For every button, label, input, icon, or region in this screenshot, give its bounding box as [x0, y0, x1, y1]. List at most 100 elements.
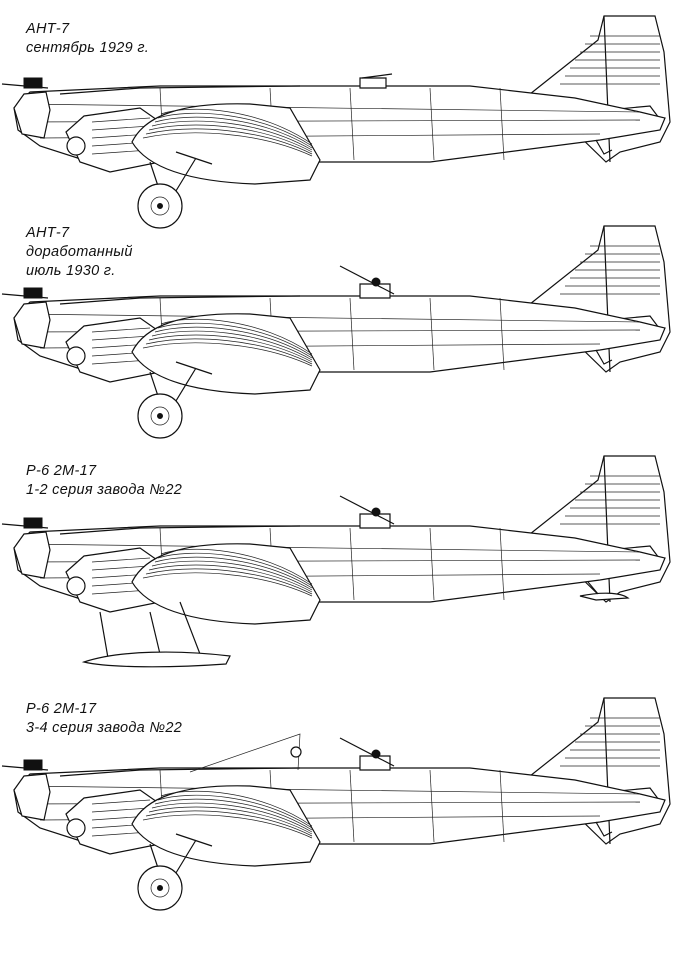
rear-gun-barrel: [340, 266, 394, 294]
wing-rib: [152, 561, 312, 590]
main-ski: [84, 652, 230, 667]
main-wheel-axle: [158, 414, 163, 419]
wing-rib: [158, 553, 312, 586]
caption-3-line-1: Р-6 2М-17: [26, 463, 97, 479]
dorsal-line: [60, 296, 300, 304]
nose-gun-mount: [24, 760, 42, 770]
gunner-post: [291, 747, 301, 757]
fuselage-stringer: [20, 786, 640, 794]
main-wheel-hub: [151, 197, 169, 215]
wing-rib: [155, 799, 312, 830]
rear-gun-barrel: [340, 738, 394, 766]
propeller-hub: [67, 137, 85, 155]
tail-skid: [596, 140, 612, 154]
fuselage-frame: [350, 298, 354, 370]
wing-rib: [149, 335, 312, 362]
nose-gun-mount: [24, 78, 42, 88]
rear-gun-drum: [372, 278, 380, 286]
fuselage-frame: [430, 770, 434, 842]
caption-1-line-2: сентябрь 1929 г.: [26, 40, 150, 56]
rear-gun-barrel: [362, 74, 392, 78]
wing-rib: [155, 557, 312, 588]
wing-root: [132, 786, 320, 866]
fuselage-frame: [350, 88, 354, 160]
nacelle-louver: [92, 558, 150, 562]
dorsal-line: [60, 768, 300, 776]
caption-1: АНТ-7 сентябрь 1929 г.: [26, 20, 149, 58]
wing-rib: [146, 339, 312, 364]
wing-rib: [146, 811, 312, 836]
nacelle-louver: [92, 118, 150, 122]
caption-4: Р-6 2М-17 3-4 серия завода №22: [26, 700, 182, 738]
fuselage-frame: [430, 88, 434, 160]
nose-section: [14, 92, 50, 138]
fuselage-frame: [500, 88, 504, 160]
fuselage-frame: [430, 528, 434, 600]
aircraft-drawing-3: [0, 452, 678, 680]
wing-root: [132, 314, 320, 394]
main-wheel-axle: [158, 886, 163, 891]
caption-2-line-2: доработанный: [26, 244, 133, 260]
nacelle-louver: [92, 126, 150, 130]
wing-rib: [155, 327, 312, 358]
wing-rib: [155, 117, 312, 148]
propeller-hub: [67, 577, 85, 595]
wing-rib: [149, 565, 312, 592]
rear-gun-drum: [372, 750, 380, 758]
nacelle-louver: [92, 800, 150, 804]
tail-ski: [580, 582, 628, 600]
wing-rib: [143, 133, 312, 156]
fuselage-frame: [500, 528, 504, 600]
wing-rib: [158, 795, 312, 828]
caption-2-line-3: июль 1930 г.: [26, 263, 116, 279]
nacelle-louver: [92, 336, 150, 340]
caption-3-line-2: 1-2 серия завода №22: [26, 482, 183, 498]
caption-1-line-1: АНТ-7: [26, 21, 70, 37]
nose-section: [14, 774, 50, 820]
wing-rib: [149, 807, 312, 834]
caption-4-line-2: 3-4 серия завода №22: [26, 720, 183, 736]
fuselage-frame: [430, 298, 434, 370]
caption-3: Р-6 2М-17 1-2 серия завода №22: [26, 462, 182, 500]
nacelle-louver: [92, 808, 150, 812]
tail-skid: [596, 350, 612, 364]
aircraft-drawing-2: [0, 222, 678, 450]
dorsal-line: [60, 86, 300, 94]
rear-turret-ring: [360, 78, 386, 88]
propeller-hub: [67, 347, 85, 365]
wing-rib: [161, 319, 312, 354]
fuselage-frame: [500, 770, 504, 842]
tail-skid: [596, 822, 612, 836]
rear-gun-barrel: [340, 496, 394, 524]
wing-root: [132, 104, 320, 184]
wing-rib: [158, 113, 312, 146]
wing-rib: [152, 803, 312, 832]
main-wheel-axle: [158, 204, 163, 209]
aircraft-drawing-1: [0, 12, 678, 240]
caption-2: АНТ-7 доработанный июль 1930 г.: [26, 224, 133, 281]
wing-rib: [146, 569, 312, 594]
wing-rib: [143, 343, 312, 366]
fuselage-frame: [500, 298, 504, 370]
propeller-hub: [67, 819, 85, 837]
wing-rib: [161, 109, 312, 144]
nose-section: [14, 302, 50, 348]
wing-rib: [146, 129, 312, 154]
wing-rib: [143, 573, 312, 596]
wing-rib: [152, 121, 312, 150]
rear-gun-drum: [372, 508, 380, 516]
radio-mast-wire: [190, 734, 300, 772]
nacelle-louver: [92, 328, 150, 332]
main-wheel-hub: [151, 407, 169, 425]
caption-2-line-1: АНТ-7: [26, 225, 70, 241]
aircraft-drawing-4: [0, 694, 678, 922]
wing-rib: [152, 331, 312, 360]
wing-rib: [149, 125, 312, 152]
nose-section: [14, 532, 50, 578]
fuselage-stringer: [20, 314, 640, 322]
wing-rib: [143, 815, 312, 838]
wing-rib: [161, 791, 312, 826]
fuselage-frame: [350, 528, 354, 600]
main-wheel-hub: [151, 879, 169, 897]
